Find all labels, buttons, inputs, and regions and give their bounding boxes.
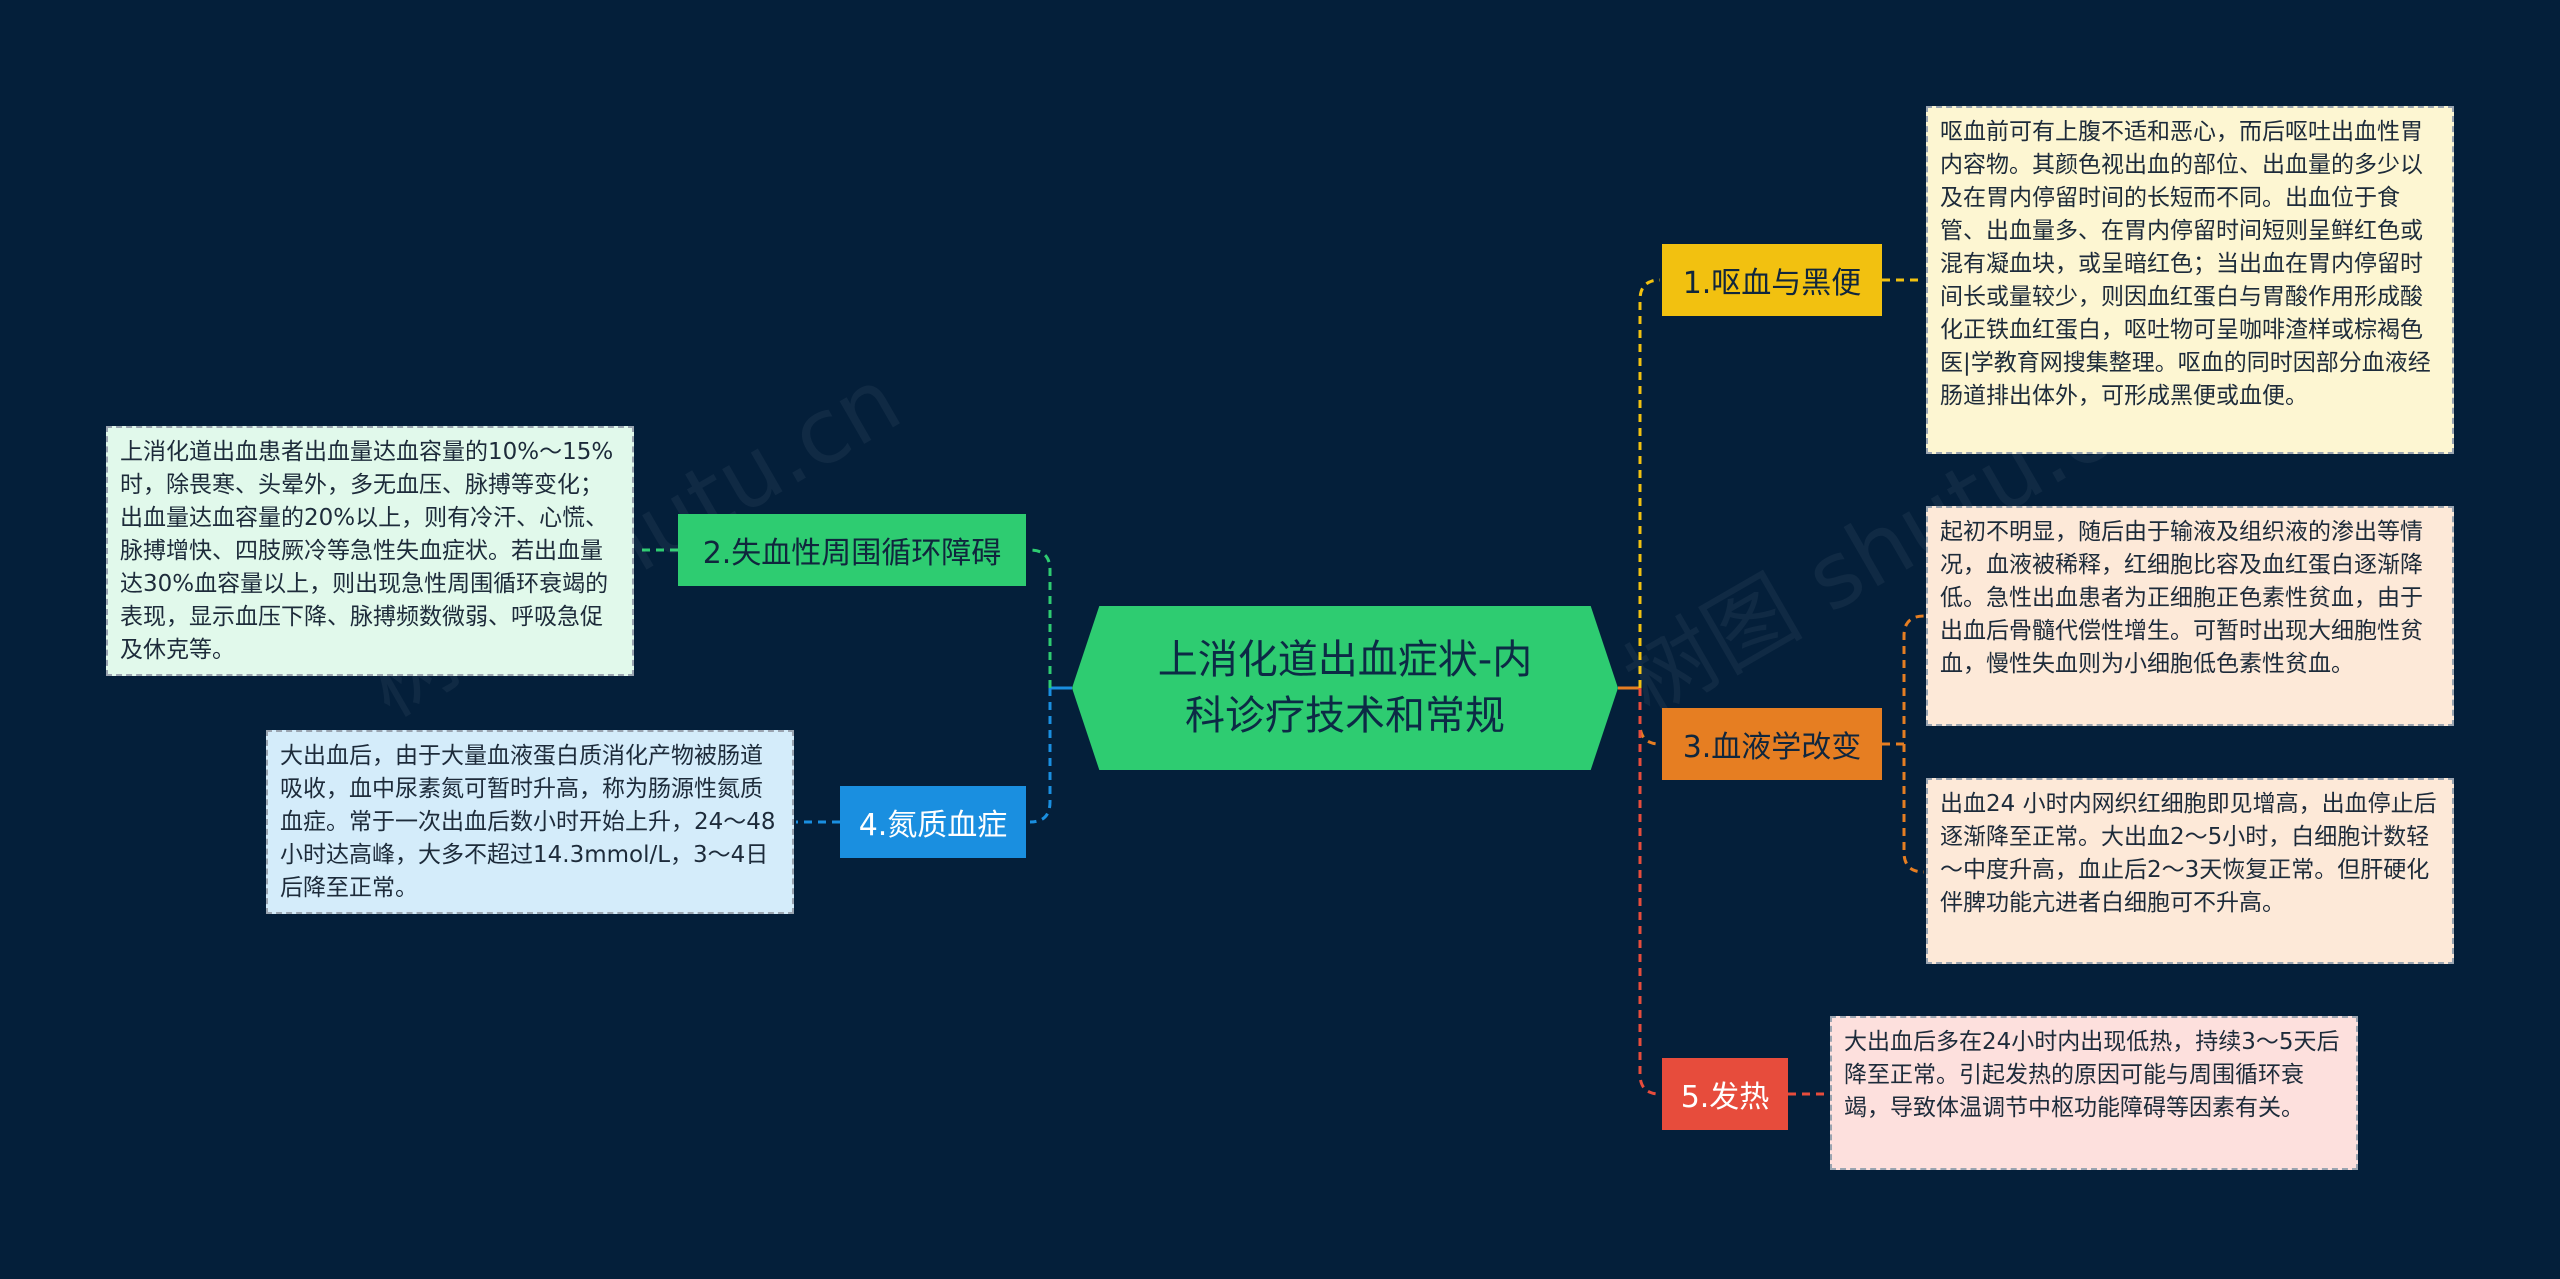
topic-4-azotemia[interactable]: 4.氮质血症 xyxy=(840,786,1026,858)
central-topic-label: 上消化道出血症状-内科诊疗技术和常规 xyxy=(1157,637,1533,739)
detail-note-1[interactable]: 呕血前可有上腹不适和恶心，而后呕吐出血性胃内容物。其颜色视出血的部位、出血量的多… xyxy=(1926,106,2454,454)
topic-1-vomiting-melena[interactable]: 1.呕血与黑便 xyxy=(1662,244,1882,316)
topic-5-label: 5.发热 xyxy=(1680,1080,1770,1115)
detail-note-5[interactable]: 大出血后多在24小时内出现低热，持续3～5天后降至正常。引起发热的原因可能与周围… xyxy=(1830,1016,2358,1170)
connector-to-topic-3 xyxy=(1638,688,1661,746)
connector-to-topic-1 xyxy=(1638,278,1661,688)
topic-5-fever[interactable]: 5.发热 xyxy=(1662,1058,1788,1130)
detail-note-2[interactable]: 上消化道出血患者出血量达血容量的10%～15%时，除畏寒、头晕外，多无血压、脉搏… xyxy=(106,426,634,676)
topic-4-label: 4.氮质血症 xyxy=(858,808,1008,843)
central-topic[interactable]: 上消化道出血症状-内科诊疗技术和常规 xyxy=(1072,606,1618,770)
connector-topic-3-detail-b xyxy=(1902,744,1925,874)
detail-note-4[interactable]: 大出血后，由于大量血液蛋白质消化产物被肠道吸收，血中尿素氮可暂时升高，称为肠源性… xyxy=(266,730,794,914)
detail-note-3b[interactable]: 出血24 小时内网织红细胞即见增高，出血停止后逐渐降至正常。大出血2～5小时，白… xyxy=(1926,778,2454,964)
topic-2-label: 2.失血性周围循环障碍 xyxy=(702,536,1002,571)
connector-topic-3-detail-a xyxy=(1882,614,1925,746)
connector-to-topic-2 xyxy=(1029,548,1052,688)
topic-3-hematologic-changes[interactable]: 3.血液学改变 xyxy=(1662,708,1882,780)
topic-1-label: 1.呕血与黑便 xyxy=(1682,266,1862,301)
topic-2-circulatory-disorder[interactable]: 2.失血性周围循环障碍 xyxy=(678,514,1026,586)
connector-to-topic-4 xyxy=(1029,688,1052,824)
topic-3-label: 3.血液学改变 xyxy=(1682,730,1862,765)
detail-note-3a[interactable]: 起初不明显，随后由于输液及组织液的渗出等情况，血液被稀释，红细胞比容及血红蛋白逐… xyxy=(1926,506,2454,726)
connector-to-topic-5 xyxy=(1638,688,1661,1096)
